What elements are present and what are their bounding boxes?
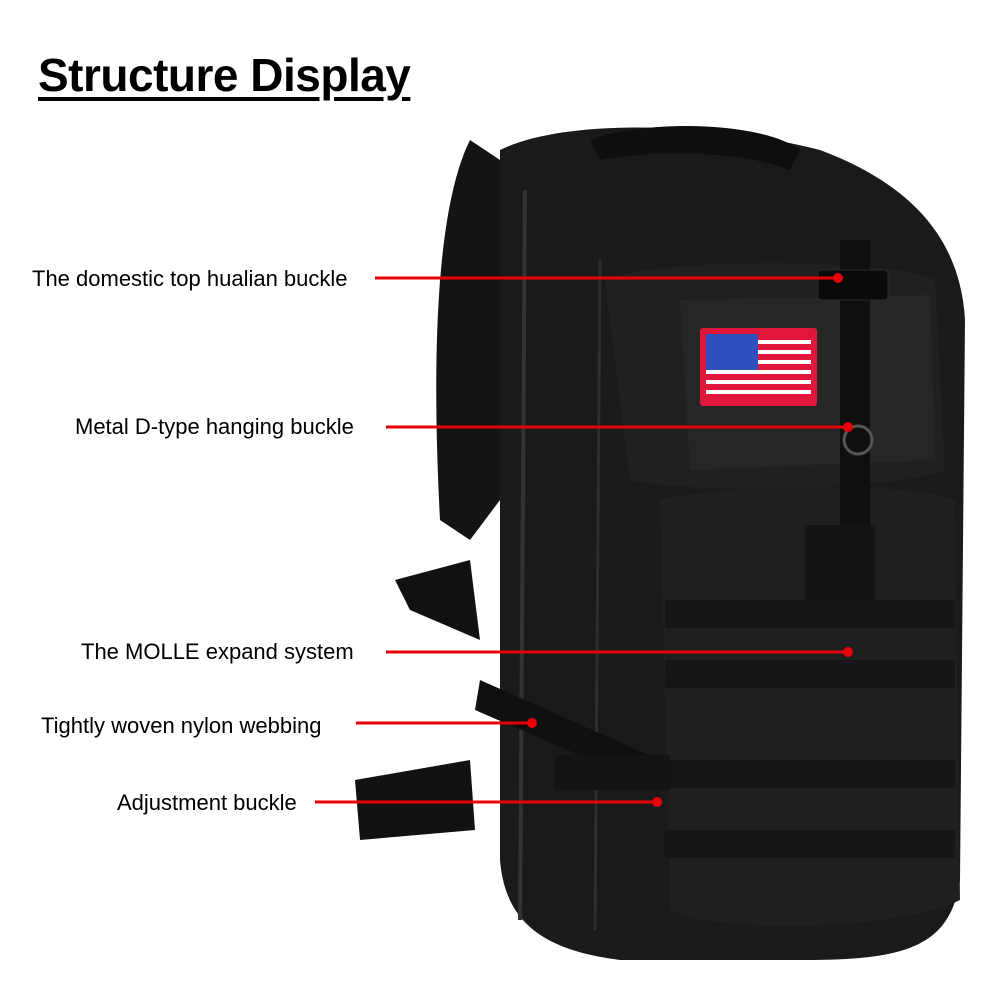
flag-patch [700, 328, 817, 406]
callout-adjustment-buckle: Adjustment buckle [117, 790, 297, 815]
callout-d-ring: Metal D-type hanging buckle [75, 414, 354, 439]
leader-lines [315, 273, 853, 807]
diagram-title: Structure Display [38, 49, 411, 101]
callout-top-buckle: The domestic top hualian buckle [32, 266, 348, 291]
callout-webbing: Tightly woven nylon webbing [41, 713, 322, 738]
callout-molle: The MOLLE expand system [81, 639, 354, 664]
